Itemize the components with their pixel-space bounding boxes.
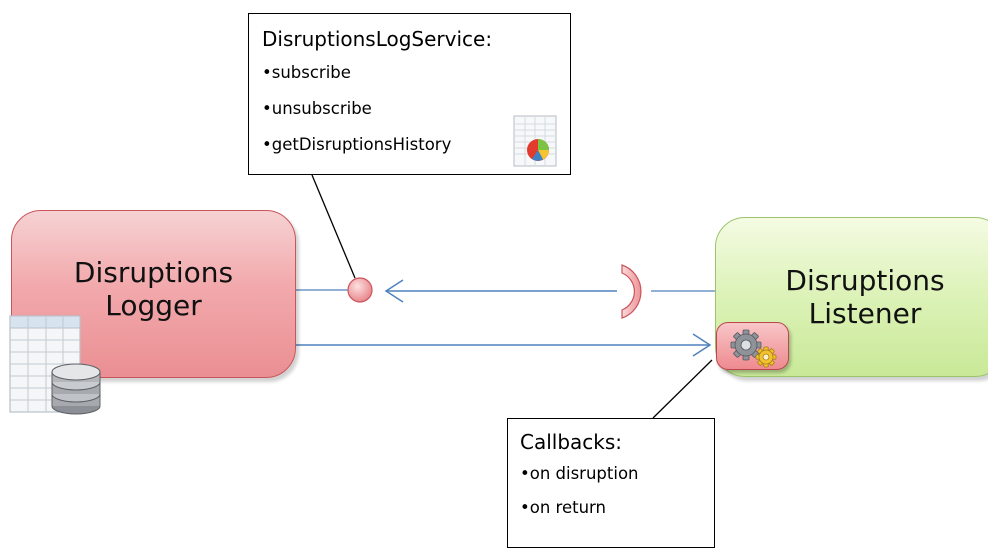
service-callout-title: DisruptionsLogService: — [262, 27, 493, 51]
logger-title-line1: Disruptions — [73, 255, 234, 289]
disruptions-listener-component: Disruptions Listener — [715, 217, 988, 377]
chart-document-icon — [513, 115, 558, 167]
callback-on-disruption: •on disruption — [520, 464, 639, 483]
required-interface-socket — [621, 264, 642, 319]
callback-arrow-head — [692, 333, 712, 357]
listener-title-line2: Listener — [808, 297, 922, 330]
callbacks-callout-title: Callbacks: — [520, 430, 623, 454]
database-table-icon — [8, 314, 104, 418]
service-method-subscribe: •subscribe — [262, 63, 351, 82]
listener-title-line1: Disruptions — [785, 263, 945, 297]
provided-interface-ball — [347, 277, 373, 303]
connector-layer — [296, 174, 715, 419]
logger-title-line2: Logger — [105, 289, 202, 322]
service-callout-pointer — [311, 174, 356, 279]
callbacks-callout-pointer — [652, 359, 713, 419]
callback-on-return: •on return — [520, 498, 606, 517]
callbacks-callout: Callbacks: •on disruption •on return — [507, 418, 715, 548]
service-method-get-history: •getDisruptionsHistory — [262, 135, 452, 154]
service-method-unsubscribe: •unsubscribe — [262, 99, 372, 118]
gears-icon — [716, 322, 789, 370]
dependency-arrow-head — [384, 279, 404, 303]
